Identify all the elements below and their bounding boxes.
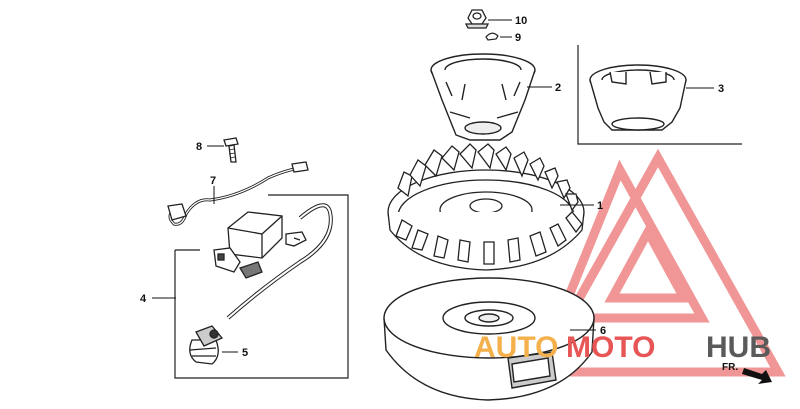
stop-switch-wire xyxy=(167,161,309,226)
optional-part-frame xyxy=(577,45,742,145)
callout-1: 1 xyxy=(597,200,603,212)
callout-7: 7 xyxy=(210,175,216,187)
ignition-coil-group-frame xyxy=(174,194,349,379)
watermark-text-hub: HUB xyxy=(706,331,771,364)
leader-lines xyxy=(152,19,714,353)
flange-nut xyxy=(464,9,490,29)
cooling-fan xyxy=(387,143,585,271)
callout-labels: 10 9 2 3 1 4 5 6 7 8 xyxy=(140,15,724,359)
callout-5: 5 xyxy=(242,347,248,359)
flywheel xyxy=(383,277,595,401)
callout-8: 8 xyxy=(196,141,202,153)
watermark-logo-triangle xyxy=(530,148,786,377)
mounting-bolt xyxy=(223,137,239,163)
ignition-coil xyxy=(213,203,333,320)
front-arrow-icon xyxy=(742,368,772,384)
front-direction-indicator: FR. xyxy=(722,362,772,384)
callout-9: 9 xyxy=(515,32,521,44)
watermark-text-moto: MOTO xyxy=(566,331,655,364)
callout-6: 6 xyxy=(600,325,606,337)
front-direction-label: FR. xyxy=(722,362,738,373)
starter-pulley xyxy=(430,53,536,141)
callout-2: 2 xyxy=(555,82,561,94)
callout-4: 4 xyxy=(140,293,147,305)
optional-starter-pulley xyxy=(589,64,687,131)
woodruff-key xyxy=(485,32,499,41)
callout-3: 3 xyxy=(718,83,724,95)
watermark-logo-text: AUTO MOTO HUB xyxy=(474,331,771,364)
watermark-text-auto: AUTO xyxy=(474,331,558,364)
fan-blades xyxy=(395,143,583,265)
callout-10: 10 xyxy=(515,15,527,27)
spark-plug-cap xyxy=(189,325,224,365)
